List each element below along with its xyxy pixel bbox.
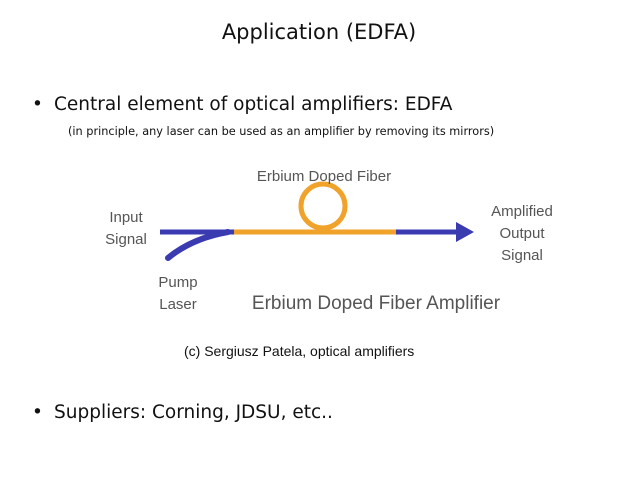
pump-label-line1: Pump	[158, 274, 197, 291]
fiber-label: Erbium Doped Fiber	[257, 168, 391, 185]
bullet-central-element: • Central element of optical amplifiers: …	[32, 94, 452, 115]
bullet-text: Central element of optical amplifiers: E…	[54, 94, 453, 115]
diagram-caption: Erbium Doped Fiber Amplifier	[252, 293, 501, 314]
pump-signal-curve	[165, 229, 231, 261]
bullet-suppliers: • Suppliers: Corning, JDSU, etc..	[32, 402, 333, 423]
fiber-loop	[298, 181, 348, 231]
bullet-marker: •	[32, 94, 43, 115]
input-label-line2: Signal	[105, 231, 147, 248]
output-label-line1: Amplified	[491, 203, 553, 220]
output-label-line3: Signal	[501, 247, 543, 264]
output-label-line2: Output	[499, 225, 545, 242]
pump-label-line2: Laser	[159, 296, 197, 313]
bullet-marker: •	[32, 402, 43, 423]
output-arrowhead	[456, 222, 474, 242]
input-label-line1: Input	[109, 209, 143, 226]
subnote-text: (in principle, any laser can be used as …	[68, 125, 495, 138]
slide-title: Application (EDFA)	[221, 20, 417, 44]
bullet-text: Suppliers: Corning, JDSU, etc..	[54, 402, 333, 423]
image-credit: (c) Sergiusz Patela, optical amplifiers	[184, 343, 415, 359]
